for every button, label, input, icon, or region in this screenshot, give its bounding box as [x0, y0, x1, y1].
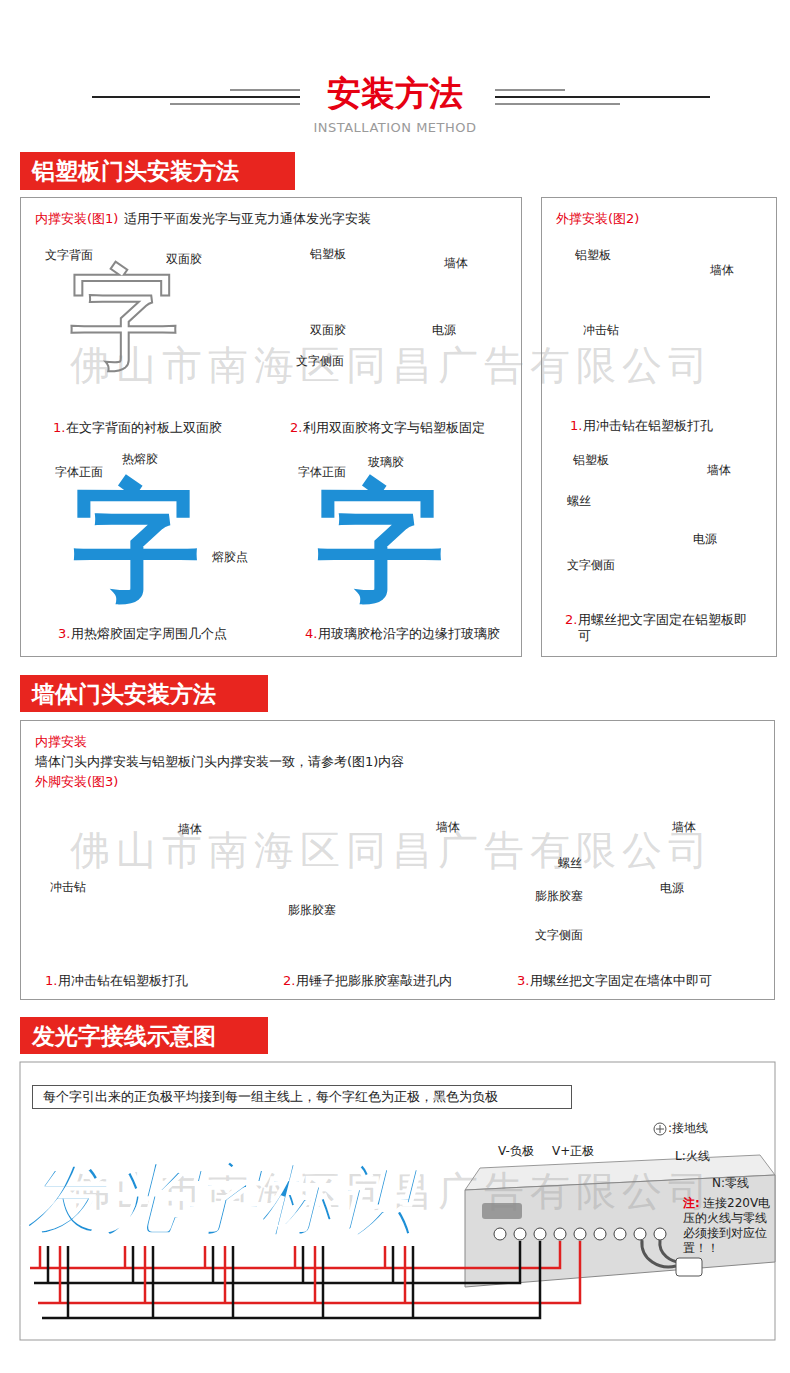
part-label: 注: [683, 1196, 700, 1211]
part-label: 利用双面胶将文字与铝塑板固定 [303, 420, 485, 436]
part-label: 用螺丝把文字固定在墙体中即可 [530, 973, 712, 989]
part-label: 墙体 [672, 820, 696, 835]
part-label: 铝塑板 [310, 247, 346, 262]
part-label: 墙体 [178, 822, 202, 837]
part-label: 用热熔胶固定字周围几个点 [71, 626, 227, 642]
part-label: 电源 [660, 881, 684, 896]
letter-front: 字 [316, 478, 444, 606]
part-label: 电源 [693, 532, 717, 547]
part-label: 双面胶 [310, 323, 346, 338]
section-header: 墙体门头安装方法 [20, 675, 268, 712]
part-label: 文字侧面 [535, 928, 583, 943]
section-title: 铝塑板门头安装方法 [32, 158, 239, 184]
step-number: 3. [517, 973, 529, 989]
step-number: 4. [305, 626, 317, 642]
part-label: 用冲击钻在铝塑板打孔 [58, 973, 188, 989]
panel-heading: 外撑安装(图2) [556, 211, 639, 226]
part-label: 螺丝 [567, 494, 591, 509]
watermark: 佛山市南海区同昌广告有限公司 [70, 825, 714, 875]
section-header: 发光字接线示意图 [20, 1017, 268, 1054]
part-label: 铝塑板 [575, 248, 611, 263]
panel-heading: 内撑安装(图1) [35, 211, 118, 226]
section-title: 墙体门头安装方法 [32, 681, 216, 707]
section-title: 发光字接线示意图 [32, 1023, 216, 1049]
letter-back: 字 [68, 262, 180, 374]
section-header: 铝塑板门头安装方法 [20, 152, 295, 190]
part-label: 玻璃胶 [368, 455, 404, 470]
panel-heading: 内撑安装 [35, 733, 760, 751]
note-box: 每个字引出来的正负极平均接到每一组主线上，每个字红色为正极，黑色为负极 [32, 1085, 572, 1109]
part-label: V+正极 [552, 1144, 594, 1159]
part-label: 电源 [432, 323, 456, 338]
panel-text: 墙体门头内撑安装与铝塑板门头内撑安装一致，请参考(图1)内容 [35, 753, 760, 771]
part-label: 膨胀胶塞 [288, 903, 336, 918]
part-label: 墙体 [436, 820, 460, 835]
subtitle: INSTALLATION METHOD [313, 120, 476, 136]
panel-box: 内撑安装墙体门头内撑安装与铝塑板门头内撑安装一致，请参考(图1)内容外脚安装(图… [20, 720, 775, 1000]
panel-text: 外脚安装(图3) [35, 773, 760, 791]
part-label: 用锤子把膨胀胶塞敲进孔内 [296, 973, 452, 989]
part-label: 冲击钻 [583, 323, 619, 338]
part-label: 文字侧面 [296, 354, 344, 369]
part-label: 热熔胶 [122, 452, 158, 467]
part-label: 文字侧面 [567, 558, 615, 573]
part-label: V-负极 [498, 1144, 534, 1159]
panel-text: 适用于平面发光字与亚克力通体发光字安装 [124, 211, 371, 226]
part-label: 用玻璃胶枪沿字的边缘打玻璃胶 [318, 626, 500, 642]
step-number: 2. [290, 420, 302, 436]
step-number: 2. [565, 612, 577, 628]
part-label: N:零线 [712, 1176, 749, 1191]
step-number: 3. [58, 626, 70, 642]
letter-front: 字 [72, 478, 200, 606]
part-label: 墙体 [710, 263, 734, 278]
note-text: 每个字引出来的正负极平均接到每一组主线上，每个字红色为正极，黑色为负极 [43, 1089, 498, 1104]
part-label: 膨胀胶塞 [535, 889, 583, 904]
part-label: 墙体 [707, 463, 731, 478]
step-number: 1. [53, 420, 65, 436]
part-label: 冲击钻 [50, 880, 86, 895]
part-label: 墙体 [444, 256, 468, 271]
part-label: 熔胶点 [212, 550, 248, 565]
page-title: 安装方法 [321, 72, 469, 115]
part-label: 在文字背面的衬板上双面胶 [66, 420, 222, 436]
part-label: 用冲击钻在铝塑板打孔 [583, 418, 713, 434]
step-number: 1. [570, 418, 582, 434]
part-label: 连接220V电压的火线与零线必须接到对应位置！！ [683, 1196, 775, 1256]
part-label: 文字背面 [45, 248, 93, 263]
step-number: 1. [45, 973, 57, 989]
step-number: 2. [283, 973, 295, 989]
part-label: 螺丝 [558, 856, 582, 871]
part-label: 用螺丝把文字固定在铝塑板即可 [578, 612, 756, 645]
sign-text: 发光字标识 [24, 1160, 414, 1238]
part-label: L:火线 [675, 1149, 710, 1164]
part-label: :接地线 [668, 1121, 708, 1136]
part-label: 铝塑板 [573, 453, 609, 468]
